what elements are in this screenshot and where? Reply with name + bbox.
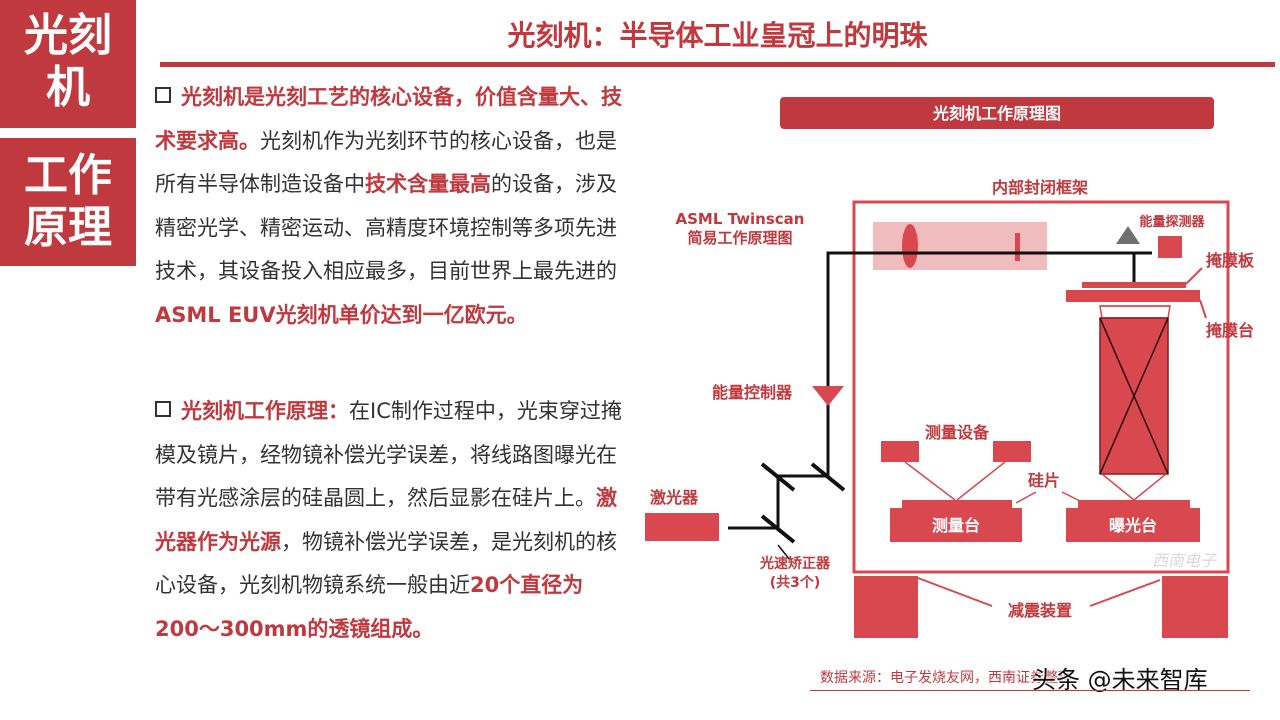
enclosure-frame <box>852 200 1230 574</box>
laser-box <box>645 513 719 541</box>
reticle-pointer <box>1185 267 1203 285</box>
exposure-stage-label: 曝光台 <box>1109 516 1157 535</box>
sidebar-block2-line2: 原理 <box>24 202 112 253</box>
measurement-device-right <box>993 441 1031 462</box>
wafer-label: 硅片 <box>1028 471 1060 490</box>
diagram-watermark: 西南电子 <box>1152 551 1217 570</box>
wafer-on-exposure-stage <box>1078 500 1190 508</box>
illumination-optics-box <box>873 222 1047 270</box>
asml-label-line1: ASML Twinscan <box>675 210 804 228</box>
para1-bold3: ASML EUV光刻机单价达到一亿欧元。 <box>155 302 528 327</box>
frame-label: 内部封闭框架 <box>992 178 1088 197</box>
sidebar-block-principle: 工作 原理 <box>0 138 136 266</box>
projection-bottom-cone <box>1101 473 1167 501</box>
projection-top-cone <box>1099 305 1171 319</box>
laser-label: 激光器 <box>650 488 699 507</box>
measurement-device-left <box>881 441 919 462</box>
para1-text1: 光刻机作为光刻环节的核心设备，也是所有半导体制造设备中 <box>155 128 617 197</box>
energy-detector-label: 能量探测器 <box>1139 214 1205 230</box>
sidebar-block1-line2: 机 <box>46 62 90 113</box>
beam-corrector-mirror-1 <box>760 462 796 492</box>
measurement-beam-left <box>904 461 956 501</box>
lens-icon <box>902 224 918 268</box>
measurement-stage-label: 测量台 <box>932 516 980 535</box>
measurement-stage <box>890 508 1022 542</box>
beam-corrector-mirror-2 <box>810 462 846 492</box>
footer-divider <box>810 690 1250 691</box>
reticle-plate <box>1082 282 1186 288</box>
para1-bold2: 技术含量最高 <box>365 172 491 196</box>
energy-controller-label: 能量控制器 <box>712 383 793 402</box>
energy-controller-icon <box>812 386 844 406</box>
para2-bold1: 光刻机工作原理： <box>181 399 349 423</box>
para2-bold3: 20个直径为200～300mm的透镜组成。 <box>155 573 584 641</box>
projection-cross-2 <box>1099 317 1169 475</box>
beam-corrector-label-line1: 光速矫正器 <box>759 555 831 572</box>
beam-corrector-pointer <box>777 544 791 561</box>
paragraph-working-principle: 光刻机工作原理：在IC制作过程中，光束穿过掩模及镜片，经物镜补偿光学误差，将线路… <box>155 390 625 651</box>
square-bullet-icon <box>155 401 171 417</box>
reticle-stage <box>1066 290 1200 302</box>
wafer-pointer-left <box>1015 491 1037 504</box>
para2-text1: 在IC制作过程中，光束穿过掩模及镜片，经物镜补偿光学误差，将线路图曝光在带有光感… <box>155 399 622 510</box>
data-source: 数据来源：电子发烧友网，西南证券整理 <box>820 670 1072 686</box>
damping-leg-left <box>854 576 918 638</box>
damping-pointer-left <box>917 577 993 607</box>
measurement-beam-right <box>956 461 1006 501</box>
wafer-on-measurement-stage <box>902 500 1012 508</box>
page-title: 光刻机：半导体工业皇冠上的明珠 <box>507 19 928 52</box>
para2-bold2: 激光器作为光源 <box>155 486 617 554</box>
paragraph-core-equipment: 光刻机是光刻工艺的核心设备，价值含量大、技术要求高。光刻机作为光刻环节的核心设备… <box>155 76 625 337</box>
diagram-title: 光刻机工作原理图 <box>932 104 1061 123</box>
reticle-stage-label: 掩膜台 <box>1206 321 1254 340</box>
prism-icon <box>1116 226 1140 244</box>
header-divider <box>160 62 1275 67</box>
aperture-icon <box>1015 233 1020 261</box>
energy-detector-box <box>1158 236 1182 258</box>
platform-watermark: 头条 @未来智库 <box>1032 666 1208 694</box>
beam-corrector-mirror-3 <box>760 514 796 544</box>
sidebar-block-lithography: 光刻 机 <box>0 0 136 128</box>
para1-text2: 的设备，涉及精密光学、精密运动、高精度环境控制等多项先进技术，其设备投入相应最多… <box>155 172 617 283</box>
reticle-label: 掩膜板 <box>1206 251 1255 270</box>
diagram-title-bar <box>780 97 1214 129</box>
para1-bold1: 光刻机是光刻工艺的核心设备，价值含量大、技术要求高。 <box>155 85 622 153</box>
beam-corrector-label-line2: (共3个) <box>770 574 821 591</box>
damping-leg-right <box>1162 576 1228 638</box>
exposure-stage <box>1066 508 1200 542</box>
reticle-stage-pointer <box>1199 299 1207 319</box>
measurement-device-label: 测量设备 <box>925 423 990 442</box>
damping-label: 减震装置 <box>1008 601 1072 620</box>
asml-label-line2: 简易工作原理图 <box>687 229 792 247</box>
damping-pointer-right <box>1089 579 1161 607</box>
square-bullet-icon <box>155 87 171 103</box>
sidebar-block1-line1: 光刻 <box>24 10 112 61</box>
para2-text2: ，物镜补偿光学误差，是光刻机的核心设备，光刻机物镜系统一般由近 <box>155 529 617 598</box>
sidebar-block2-line1: 工作 <box>24 150 112 201</box>
